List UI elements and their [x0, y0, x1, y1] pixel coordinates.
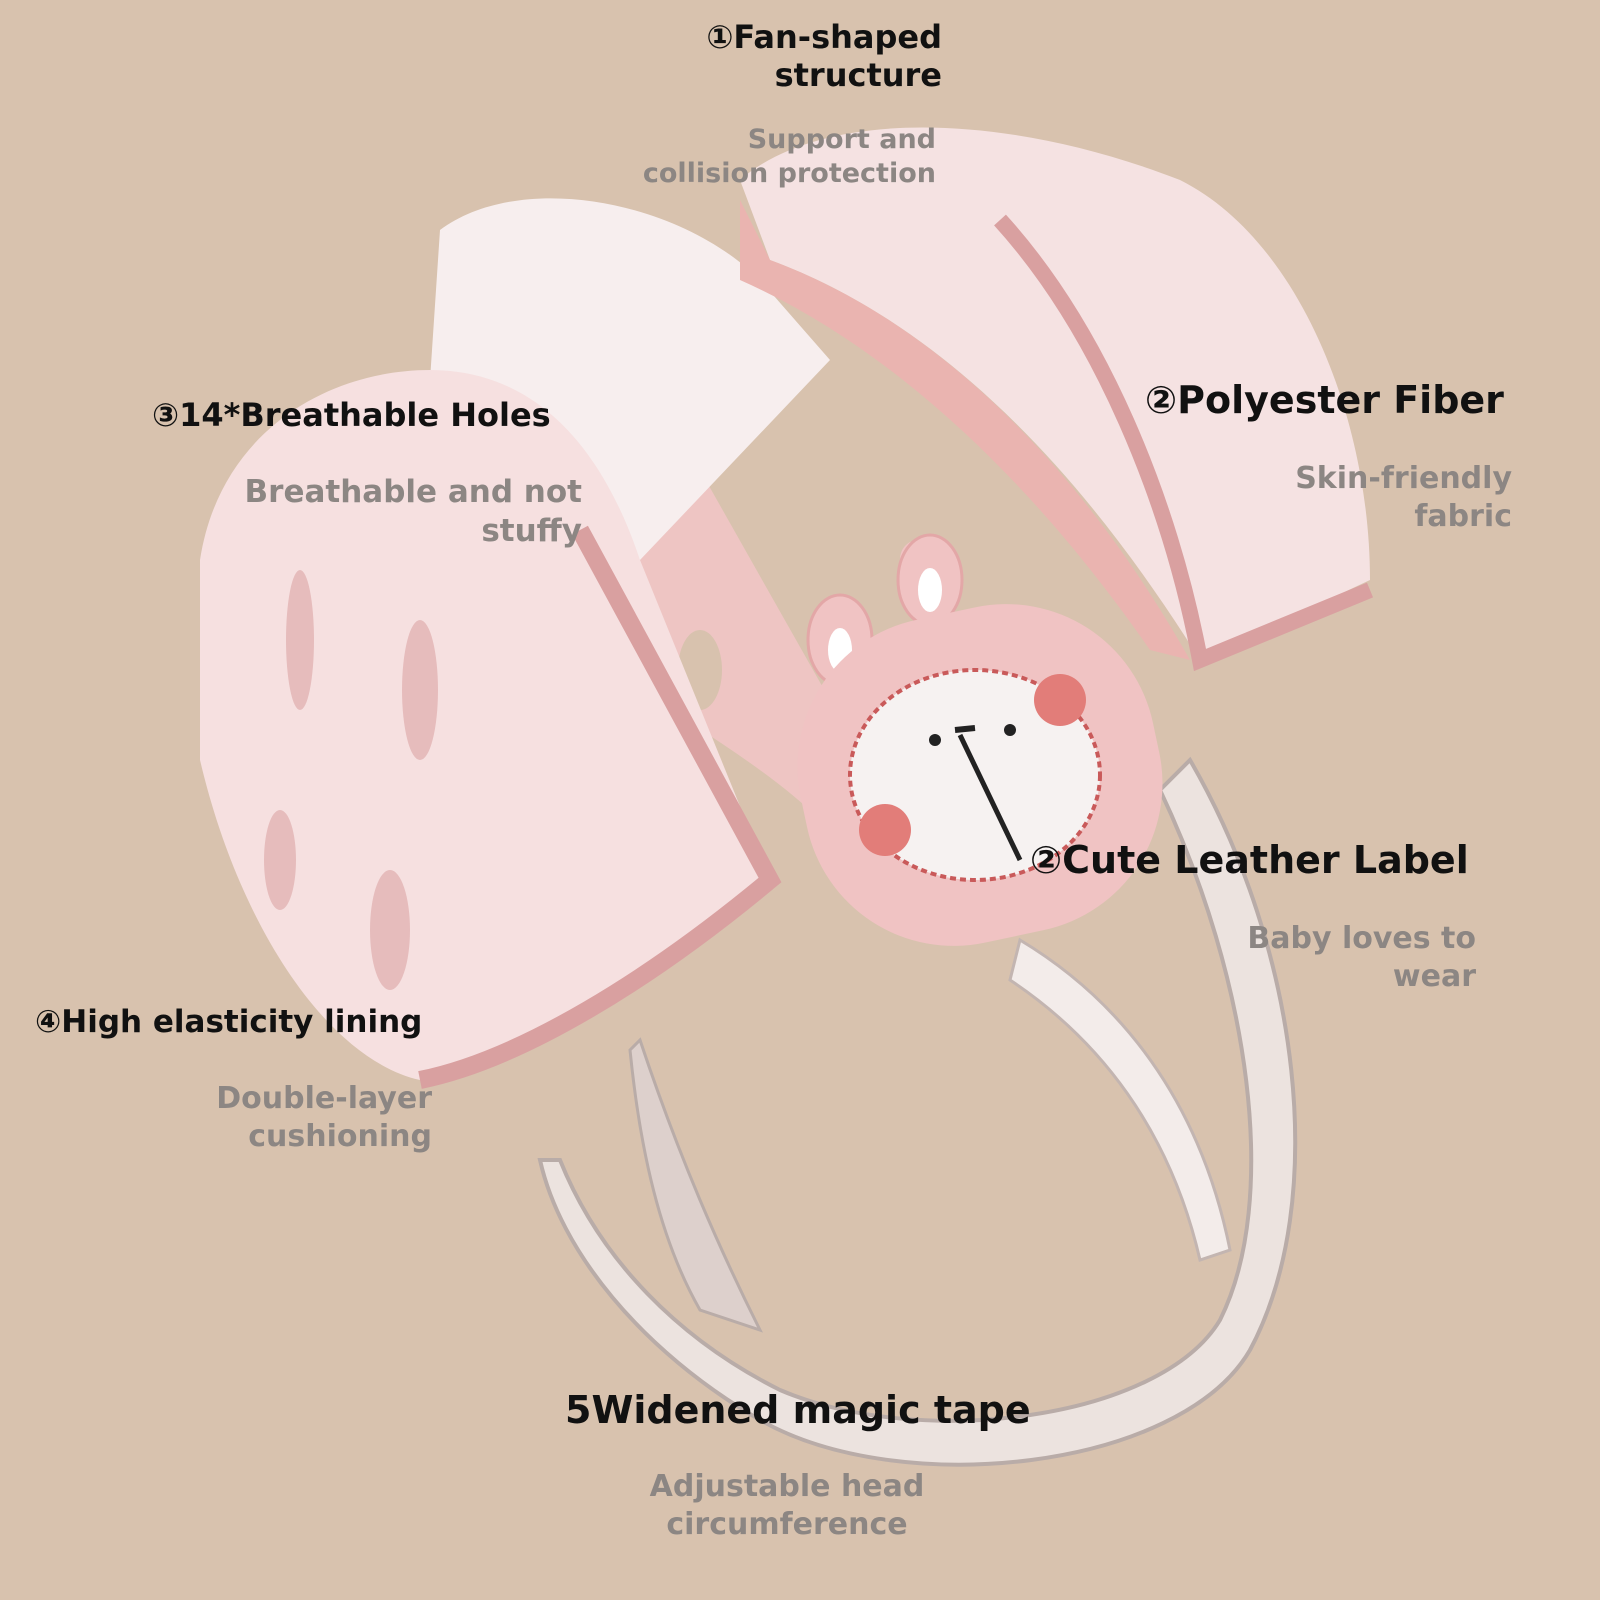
velcro-strap-inner: [628, 1037, 763, 1333]
sub-line: stuffy: [481, 512, 582, 549]
right-pad-trim: [994, 214, 1374, 672]
feature-lining-title: ④High elasticity lining: [35, 1004, 423, 1040]
feature-breathable-sub: Breathable and not stuffy: [180, 473, 582, 551]
breathable-hole: [402, 620, 438, 760]
left-pad: [200, 370, 770, 1080]
sub-line: Breathable and not: [244, 474, 582, 510]
feature-tape-title: 5Widened magic tape: [565, 1388, 1031, 1432]
sub-line: Support and: [747, 124, 936, 155]
feature-tape-sub: Adjustable head circumference: [587, 1468, 987, 1543]
sub-line: circumference: [666, 1506, 908, 1542]
bunny-leather-label: [797, 533, 1163, 946]
feature-lining-sub: Double-layer cushioning: [150, 1080, 432, 1155]
feature-fan-shaped-sub: Support and collision protection: [560, 123, 936, 191]
velcro-strap-right: [1008, 937, 1232, 1262]
feature-label-sub: Baby loves to wear: [1180, 920, 1476, 995]
feature-polyester-sub: Skin-friendly fabric: [1200, 460, 1512, 535]
sub-line: Adjustable head: [649, 1469, 925, 1504]
sub-line: collision protection: [642, 157, 936, 189]
left-pad-trim: [418, 525, 782, 1089]
right-pad: [740, 127, 1370, 660]
sub-line: Baby loves to: [1247, 921, 1476, 956]
sub-line: Double-layer: [216, 1081, 432, 1116]
feature-fan-shaped-title: ①Fan-shaped structure: [600, 18, 942, 95]
breathable-hole: [370, 870, 410, 990]
feature-label-title: ②Cute Leather Label: [1030, 838, 1469, 882]
breathable-hole: [264, 810, 296, 910]
feature-polyester-title: ②Polyester Fiber: [1145, 378, 1504, 422]
sub-line: wear: [1392, 958, 1476, 994]
velcro-strap: [537, 756, 1298, 1467]
sub-line: Skin-friendly: [1295, 461, 1512, 496]
sub-line: fabric: [1414, 498, 1512, 534]
title-line: structure: [774, 56, 942, 95]
title-line: ①Fan-shaped: [706, 18, 942, 56]
feature-breathable-title: ③14*Breathable Holes: [152, 396, 551, 434]
sub-line: cushioning: [248, 1118, 432, 1154]
right-pad-inner: [740, 200, 1190, 660]
rear-pad: [430, 198, 830, 561]
breathable-hole: [286, 570, 314, 710]
